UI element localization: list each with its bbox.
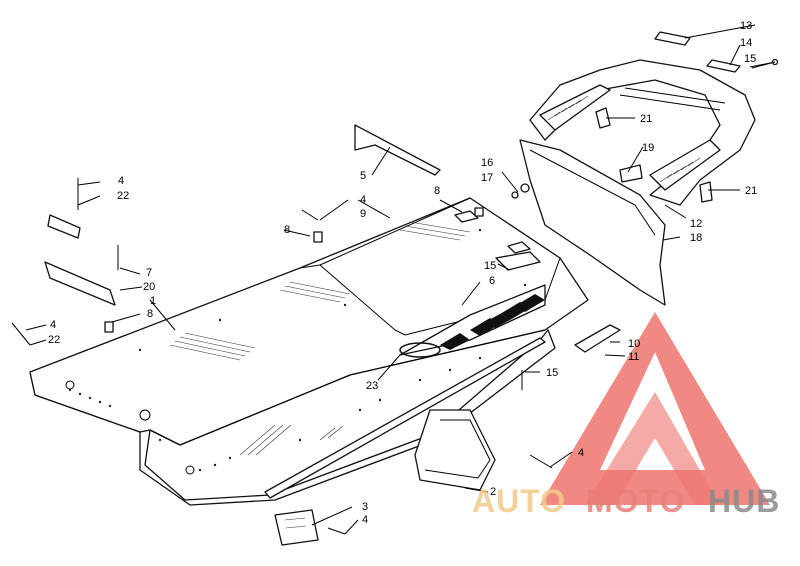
callout-4d: 4 bbox=[578, 447, 584, 459]
callout-8: 8 bbox=[434, 185, 440, 197]
watermark-auto: AUTO bbox=[472, 483, 566, 519]
callout-4e: 4 bbox=[362, 514, 368, 526]
callout-4: 4 bbox=[360, 194, 366, 206]
bracket-19 bbox=[619, 164, 643, 183]
callouts: 13 14 15 21 19 16 17 21 12 18 5 8 4 9 8 … bbox=[48, 20, 757, 526]
hardware bbox=[11, 31, 779, 546]
watermark-hub: HUB bbox=[708, 483, 780, 519]
callout-2: 2 bbox=[490, 486, 496, 498]
callout-17: 17 bbox=[481, 172, 493, 184]
callout-15: 15 bbox=[744, 53, 756, 65]
clip-21a bbox=[595, 107, 611, 129]
callout-22b: 22 bbox=[48, 334, 60, 346]
callout-22: 22 bbox=[117, 190, 129, 202]
callout-5: 5 bbox=[360, 170, 366, 182]
callout-8b: 8 bbox=[284, 224, 290, 236]
grip-knurl bbox=[547, 95, 701, 183]
running-board-rail bbox=[264, 337, 546, 499]
callout-21: 21 bbox=[640, 113, 652, 125]
strap-5 bbox=[354, 124, 441, 176]
end-cap-14 bbox=[706, 59, 741, 73]
callout-21b: 21 bbox=[745, 185, 757, 197]
grab-rail-10 bbox=[574, 324, 621, 353]
tunnel-decal bbox=[399, 284, 546, 358]
bracket-22a bbox=[47, 214, 81, 239]
watermark-logo bbox=[540, 312, 770, 505]
callout-10: 10 bbox=[628, 338, 640, 350]
tunnel-assembly bbox=[29, 197, 589, 506]
callout-15b: 15 bbox=[484, 260, 496, 272]
bracket-20 bbox=[44, 261, 116, 306]
callout-18: 18 bbox=[690, 232, 702, 244]
watermark-text: AUTO MOTO HUB bbox=[472, 483, 780, 519]
leader-lines bbox=[25, 24, 756, 535]
tread-hatching bbox=[169, 221, 471, 456]
callout-8c: 8 bbox=[147, 308, 153, 320]
end-cap-13 bbox=[654, 31, 691, 46]
callout-14: 14 bbox=[740, 37, 752, 49]
step-plate-2 bbox=[414, 409, 496, 491]
callout-23: 23 bbox=[366, 380, 378, 392]
callout-4c: 4 bbox=[50, 319, 56, 331]
callout-16: 16 bbox=[481, 157, 493, 169]
callout-6: 6 bbox=[489, 275, 495, 287]
snow-flap bbox=[519, 139, 666, 306]
plate-3 bbox=[274, 509, 319, 546]
callout-1: 1 bbox=[150, 295, 156, 307]
rear-bumper bbox=[529, 59, 756, 206]
callout-12: 12 bbox=[690, 218, 702, 230]
callout-15c: 15 bbox=[546, 367, 558, 379]
callout-13: 13 bbox=[740, 20, 752, 32]
rivet-holes bbox=[68, 228, 527, 472]
callout-4b: 4 bbox=[118, 175, 124, 187]
callout-20: 20 bbox=[143, 281, 155, 293]
callout-3: 3 bbox=[362, 501, 368, 513]
callout-11: 11 bbox=[628, 351, 639, 363]
callout-7: 7 bbox=[146, 267, 152, 279]
clip-21b bbox=[699, 181, 713, 203]
callout-19: 19 bbox=[642, 142, 654, 154]
callout-9: 9 bbox=[360, 208, 366, 220]
watermark-moto: MOTO bbox=[586, 483, 685, 519]
